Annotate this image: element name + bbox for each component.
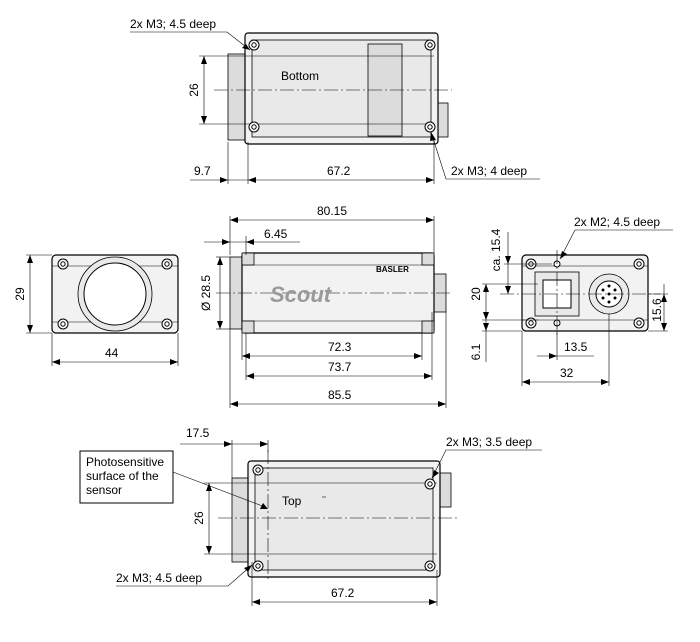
- photosensitive-label-line2: surface of the: [86, 469, 159, 483]
- dim-back-15-6: 15.6: [650, 298, 664, 322]
- dim-side-a: 72.3: [328, 340, 352, 354]
- top-view: Top Photosensitive surface of the sensor…: [79, 426, 542, 606]
- photosensitive-label-line1: Photosensitive: [86, 455, 164, 469]
- dim-bottom-length: 67.2: [327, 164, 351, 178]
- dim-back-ca: ca. 15.4: [489, 228, 503, 271]
- bottom-left-holes-note: 2x M3; 4.5 deep: [130, 17, 216, 31]
- bottom-view-label: Bottom: [281, 69, 319, 83]
- dim-top-height: 26: [192, 511, 206, 525]
- dim-side-total-body: 80.15: [317, 204, 347, 218]
- dim-top-offset: 17.5: [186, 426, 210, 440]
- dim-back-20: 20: [469, 287, 483, 301]
- top-right-holes-note: 2x M3; 3.5 deep: [446, 435, 532, 449]
- dim-bottom-offset: 9.7: [194, 164, 211, 178]
- dim-top-length: 67.2: [331, 586, 355, 600]
- back-view: 2x M2; 4.5 deep ca. 15.4 20 6.1 15.6 13.: [469, 215, 673, 386]
- dim-side-diameter: Ø 28.5: [199, 275, 213, 311]
- side-view: Scout BASLER 80.15 6.45 Ø 28.5 72.3: [199, 204, 452, 408]
- dim-bottom-height: 26: [187, 83, 201, 97]
- back-holes-note: 2x M2; 4.5 deep: [574, 215, 660, 229]
- dim-side-b: 73.7: [328, 360, 352, 374]
- maker-logo-text: BASLER: [376, 265, 409, 274]
- bottom-view: Bottom 2x M3; 4.5 deep 2x M3; 4 deep 26 …: [130, 17, 540, 184]
- top-view-label: Top: [282, 494, 302, 508]
- front-view: 29 44: [13, 254, 179, 366]
- dim-back-13-5: 13.5: [564, 340, 588, 354]
- brand-logo-text: Scout: [270, 282, 333, 307]
- dim-back-6-1: 6.1: [469, 343, 483, 360]
- dim-front-width: 44: [105, 346, 119, 360]
- dim-side-c: 85.5: [328, 388, 352, 402]
- dim-back-32: 32: [560, 366, 574, 380]
- top-left-holes-note: 2x M3; 4.5 deep: [116, 571, 202, 585]
- bottom-right-holes-note: 2x M3; 4 deep: [451, 164, 527, 178]
- photosensitive-label-line3: sensor: [86, 483, 122, 497]
- dim-front-height: 29: [13, 287, 27, 301]
- dim-side-offset: 6.45: [264, 227, 288, 241]
